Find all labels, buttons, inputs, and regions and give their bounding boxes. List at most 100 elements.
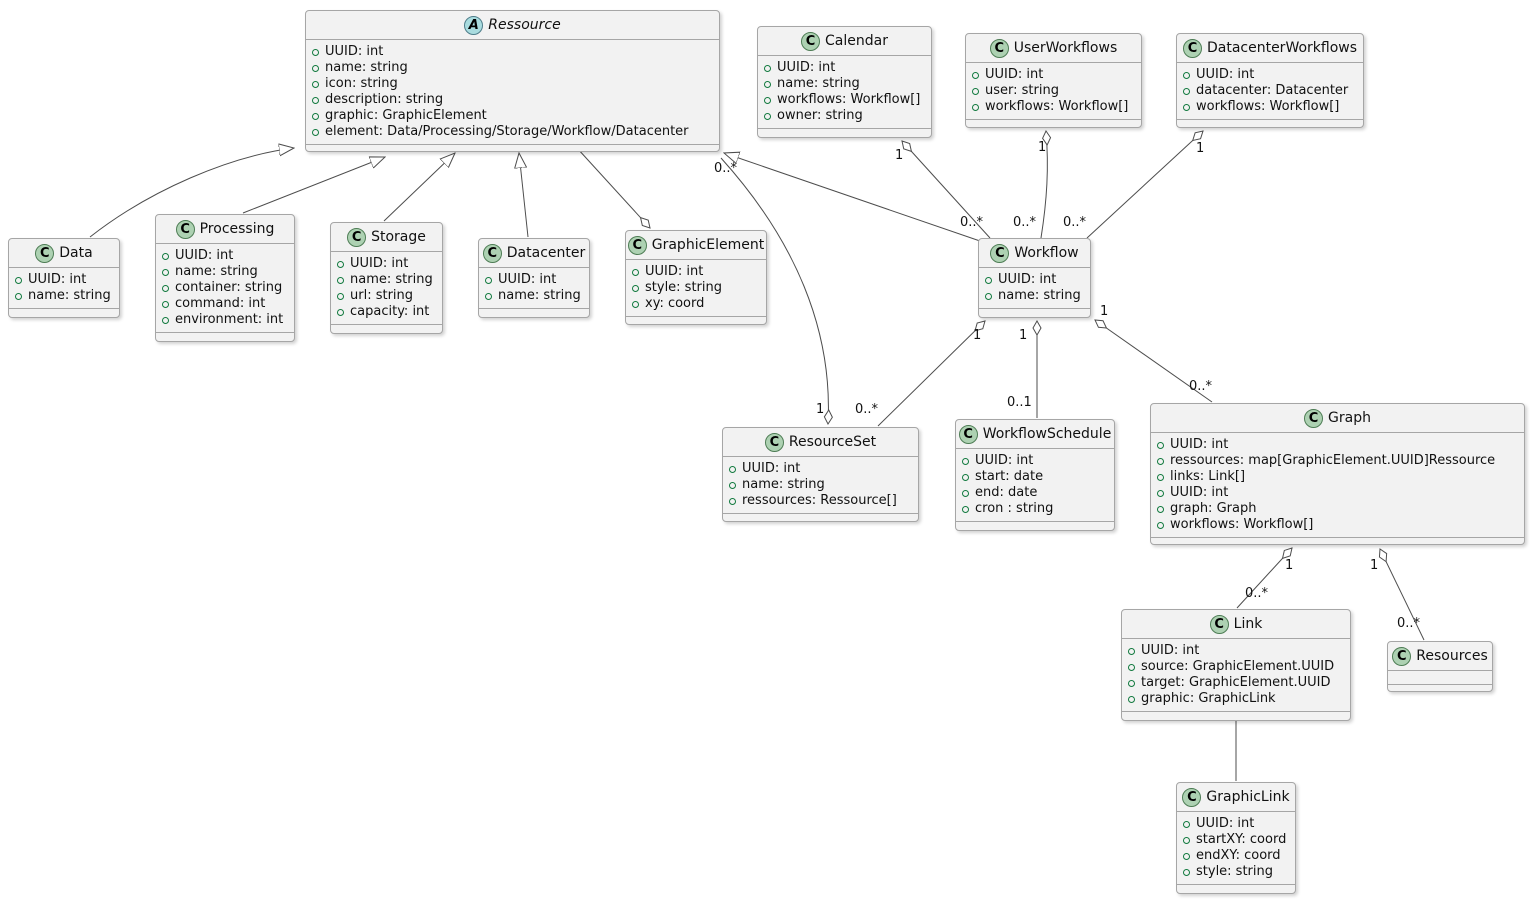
field-visibility-icon [485, 276, 492, 284]
class-attribute: name: string [764, 76, 925, 92]
class-attribute: description: string [312, 92, 713, 108]
class-attribute: UUID: int [1157, 485, 1518, 501]
field-visibility-icon [1157, 441, 1164, 449]
class-attribute: environment: int [162, 312, 288, 328]
class-methods-section [1122, 711, 1350, 718]
attribute-text: name: string [28, 288, 111, 303]
multiplicity-label-graph-resources: 1 [1370, 558, 1379, 573]
attribute-text: cron : string [975, 501, 1054, 516]
field-visibility-icon [162, 300, 169, 308]
field-visibility-icon [1157, 521, 1164, 529]
class-title: Resources [1416, 648, 1488, 664]
class-methods-section [306, 144, 719, 151]
class-attribute: links: Link[] [1157, 469, 1518, 485]
edge-datacenterworkflows-aggregates-workflow [1086, 130, 1204, 239]
class-methods-section [479, 308, 589, 315]
edge-storage-extends-ressource [383, 153, 455, 222]
field-visibility-icon [1128, 679, 1135, 687]
field-visibility-icon [1183, 836, 1190, 844]
class-spot-icon: C [35, 243, 55, 263]
class-attribute: UUID: int [1183, 816, 1289, 832]
attribute-text: workflows: Workflow[] [985, 99, 1129, 114]
attribute-text: name: string [498, 288, 581, 303]
class-methods-section [956, 521, 1114, 528]
field-visibility-icon [764, 80, 771, 88]
field-visibility-icon [162, 316, 169, 324]
field-visibility-icon [1183, 103, 1190, 111]
attribute-text: name: string [777, 76, 860, 91]
field-visibility-icon [337, 308, 344, 316]
field-visibility-icon [312, 80, 319, 88]
attribute-text: owner: string [777, 108, 863, 123]
field-visibility-icon [764, 112, 771, 120]
multiplicity-label-datacenterworkflows-workflow: 1 [1196, 141, 1205, 156]
class-attribute: ressources: map[GraphicElement.UUID]Ress… [1157, 453, 1518, 469]
attribute-text: startXY: coord [1196, 832, 1287, 847]
class-attribute: style: string [632, 280, 760, 296]
field-visibility-icon [972, 87, 979, 95]
class-spot-icon: C [1182, 38, 1202, 58]
class-attribute: UUID: int [985, 272, 1084, 288]
field-visibility-icon [1183, 820, 1190, 828]
class-attribute: name: string [162, 264, 288, 280]
class-title: DatacenterWorkflows [1206, 40, 1358, 56]
class-attribute: owner: string [764, 108, 925, 124]
class-title: UserWorkflows [1013, 40, 1118, 56]
multiplicity-label-workflow-resourceset: 1 [973, 328, 982, 343]
class-spot-icon: C [627, 235, 647, 255]
attribute-text: ressources: map[GraphicElement.UUID]Ress… [1170, 453, 1496, 468]
class-methods-section [1177, 119, 1363, 126]
class-attribute: name: string [312, 60, 713, 76]
field-visibility-icon [729, 497, 736, 505]
field-visibility-icon [15, 276, 22, 284]
attribute-text: links: Link[] [1170, 469, 1246, 484]
edge-datacenter-extends-ressource [519, 153, 529, 238]
class-attribute: graphic: GraphicElement [312, 108, 713, 124]
attribute-text: UUID: int [28, 272, 87, 287]
class-attribute: url: string [337, 288, 436, 304]
multiplicity-label-workflow-graph: 0..* [1189, 379, 1213, 394]
class-title: Calendar [825, 33, 888, 49]
class-attribute: container: string [162, 280, 288, 296]
field-visibility-icon [162, 252, 169, 260]
attribute-text: name: string [325, 60, 408, 75]
attribute-text: workflows: Workflow[] [1196, 99, 1340, 114]
attribute-text: UUID: int [498, 272, 557, 287]
field-visibility-icon [962, 473, 969, 481]
class-spot-icon: C [990, 243, 1010, 263]
attribute-text: end: date [975, 485, 1038, 500]
class-attribute: workflows: Workflow[] [764, 92, 925, 108]
class-methods-section [331, 324, 442, 331]
class-spot-icon: C [1392, 646, 1412, 666]
class-attribute: UUID: int [729, 461, 912, 477]
class-attribute: endXY: coord [1183, 848, 1289, 864]
field-visibility-icon [1183, 852, 1190, 860]
attribute-text: style: string [1196, 864, 1274, 879]
